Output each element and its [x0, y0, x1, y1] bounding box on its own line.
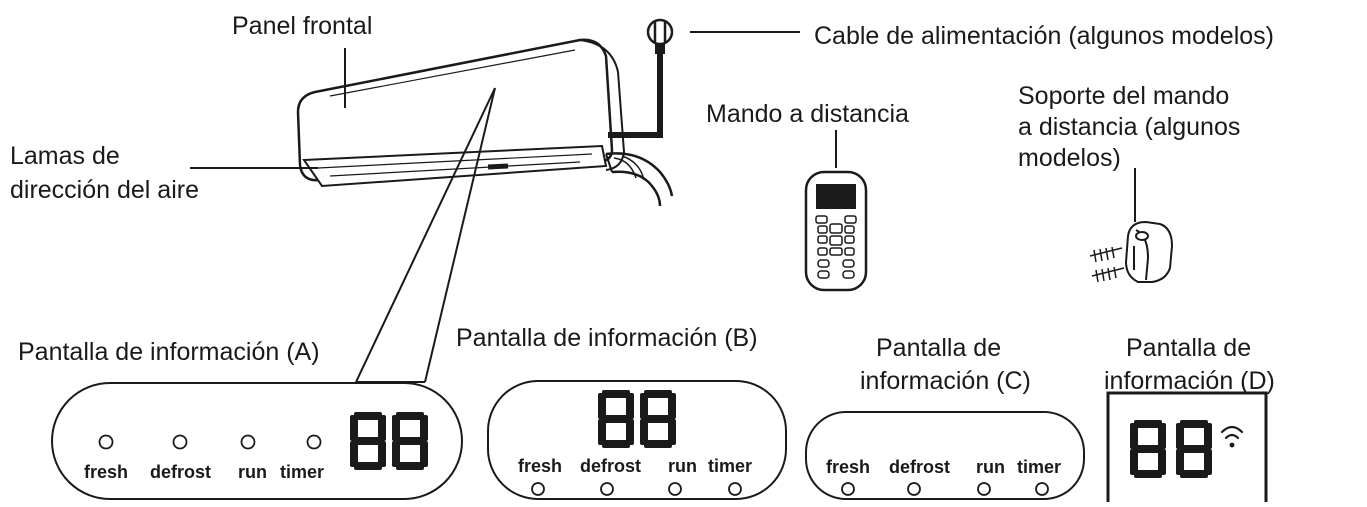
- indicator-led: [977, 482, 991, 496]
- holder-label-line-3: modelos): [1018, 144, 1121, 172]
- indicator-label: timer: [280, 462, 324, 482]
- louvers-label-line-1: Lamas de: [10, 142, 120, 170]
- indicator-label: defrost: [889, 457, 950, 477]
- indicator-label: run: [668, 456, 697, 476]
- indicator-label: run: [238, 462, 267, 482]
- display-d-title-line-2: información (D): [1104, 367, 1275, 395]
- indicator-led: [172, 434, 188, 450]
- wifi-icon: [1220, 425, 1244, 448]
- indicator-label: defrost: [580, 456, 641, 476]
- indicator-led: [531, 482, 545, 496]
- indicator-label: fresh: [826, 457, 870, 477]
- indicator-led: [668, 482, 682, 496]
- display-a-panel: fresh defrost run timer: [51, 382, 463, 500]
- front-panel-label: Panel frontal: [232, 12, 372, 40]
- holder-label-line-2: a distancia (algunos: [1018, 113, 1240, 141]
- holder-label-line-1: Soporte del mando: [1018, 82, 1229, 110]
- indicator-label: timer: [1017, 457, 1061, 477]
- display-c-title-line-1: Pantalla de: [876, 334, 1001, 362]
- indicator-led: [728, 482, 742, 496]
- indicator-led: [240, 434, 256, 450]
- display-a-title: Pantalla de información (A): [18, 338, 320, 366]
- indicator-led: [600, 482, 614, 496]
- remote-label: Mando a distancia: [706, 100, 909, 128]
- indicator-led: [907, 482, 921, 496]
- louvers-label-line-2: dirección del aire: [10, 176, 199, 204]
- indicator-label: timer: [708, 456, 752, 476]
- indicator-led: [98, 434, 114, 450]
- indicator-label: fresh: [84, 462, 128, 482]
- indicator-led: [306, 434, 322, 450]
- indicator-label: defrost: [150, 462, 211, 482]
- power-cable: [608, 18, 674, 138]
- display-d-title-line-1: Pantalla de: [1126, 334, 1251, 362]
- indicator-label: run: [976, 457, 1005, 477]
- remote-holder: [1089, 220, 1174, 283]
- remote-control: [804, 170, 868, 292]
- display-c-title-line-2: información (C): [860, 367, 1031, 395]
- display-d-panel: [1106, 391, 1268, 507]
- indoor-unit: [296, 38, 674, 207]
- power-cable-label: Cable de alimentación (algunos modelos): [814, 22, 1274, 50]
- display-b-title: Pantalla de información (B): [456, 324, 758, 352]
- indicator-led: [841, 482, 855, 496]
- indicator-led: [1035, 482, 1049, 496]
- indicator-label: fresh: [518, 456, 562, 476]
- display-c-panel: fresh defrost run timer: [805, 411, 1085, 500]
- display-b-panel: fresh defrost run timer: [487, 380, 787, 500]
